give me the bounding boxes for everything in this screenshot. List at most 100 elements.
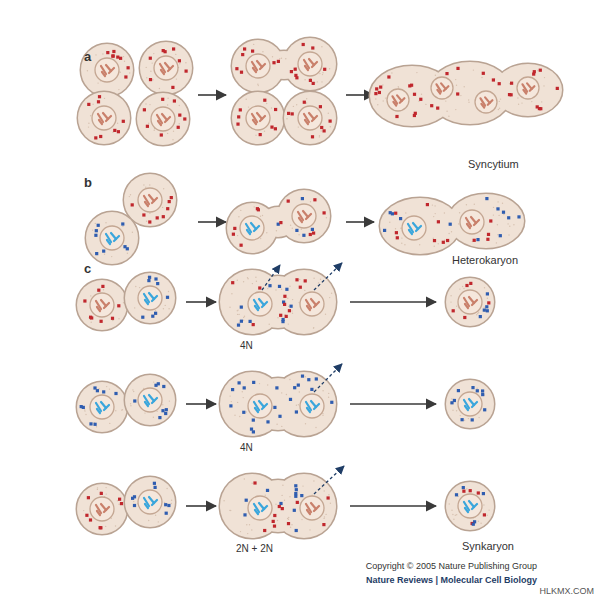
texture-speck [117, 123, 118, 124]
chromosome [311, 299, 316, 305]
texture-speck [266, 232, 267, 233]
texture-speck [377, 104, 378, 105]
protein-dot [486, 292, 489, 295]
texture-speck [289, 286, 290, 287]
texture-speck [139, 287, 140, 288]
texture-speck [230, 510, 231, 511]
chromosome [472, 300, 477, 305]
protein-dot [99, 526, 102, 529]
protein-dot [426, 203, 429, 206]
protein-dot [94, 234, 97, 237]
texture-speck [383, 100, 384, 101]
protein-dot [87, 496, 90, 499]
protein-dot [273, 525, 276, 528]
texture-speck [521, 102, 522, 103]
texture-speck [266, 103, 267, 104]
texture-speck [168, 291, 169, 292]
texture-speck [285, 58, 286, 59]
protein-dot [330, 401, 333, 404]
protein-dot [472, 523, 475, 526]
cell-membrane [260, 207, 296, 237]
protein-dot [487, 301, 490, 304]
nucleus [92, 106, 116, 130]
texture-speck [298, 126, 299, 127]
chromosome [106, 65, 111, 71]
chromosome [255, 510, 258, 514]
chromosome [465, 406, 468, 410]
protein-dot [322, 523, 325, 526]
nucleus [300, 496, 324, 520]
texture-speck [96, 426, 97, 427]
protein-dot [301, 375, 304, 378]
protein-dot [149, 57, 152, 60]
protein-dot [285, 288, 288, 291]
texture-speck [251, 529, 252, 530]
texture-speck [301, 229, 302, 230]
protein-dot [311, 228, 314, 231]
protein-dot [278, 415, 281, 418]
cell-membrane [125, 477, 175, 527]
protein-dot [442, 241, 445, 244]
texture-speck [146, 77, 147, 78]
texture-speck [130, 405, 131, 406]
protein-dot [239, 108, 242, 111]
texture-speck [243, 320, 244, 321]
texture-speck [320, 279, 321, 280]
texture-speck [446, 111, 447, 112]
texture-speck [450, 295, 451, 296]
protein-dot [272, 61, 275, 64]
chromosome [413, 223, 418, 229]
nucleus [100, 226, 124, 250]
texture-speck [481, 77, 482, 78]
process-arrow [346, 221, 374, 223]
cell [86, 212, 138, 264]
texture-speck [329, 68, 330, 69]
protein-dot [307, 378, 310, 381]
chromosome [107, 240, 110, 244]
protein-dot [281, 507, 284, 510]
protein-dot [446, 239, 449, 242]
protein-dot [164, 412, 167, 415]
protein-dot [114, 392, 117, 395]
chromosome [257, 61, 262, 67]
texture-speck [478, 521, 479, 522]
cell-membrane [380, 198, 460, 254]
texture-speck [252, 283, 253, 284]
cell-membrane [86, 212, 138, 264]
protein-dot [83, 299, 86, 302]
protein-dot [295, 410, 298, 413]
chromosome [104, 405, 109, 410]
protein-dot [173, 99, 176, 102]
protein-dot [299, 286, 302, 289]
texture-speck [134, 307, 135, 308]
texture-speck [166, 488, 167, 489]
protein-dot [171, 86, 174, 89]
protein-dot [102, 390, 105, 393]
protein-dot [461, 418, 464, 421]
protein-dot [294, 68, 297, 71]
protein-dot [419, 98, 422, 101]
chromosome [152, 296, 157, 301]
texture-speck [313, 480, 314, 481]
protein-dot [232, 233, 235, 236]
nucleus [248, 496, 272, 520]
texture-speck [262, 215, 263, 216]
texture-speck [498, 215, 499, 216]
protein-dot [481, 389, 484, 392]
texture-speck [434, 246, 435, 247]
protein-dot [374, 92, 377, 95]
texture-speck [167, 98, 168, 99]
texture-speck [97, 487, 98, 488]
nucleus [248, 292, 272, 316]
protein-dot [288, 309, 291, 312]
chromosome [469, 501, 474, 507]
nucleus [458, 494, 482, 518]
texture-speck [405, 212, 406, 213]
texture-speck [480, 523, 481, 524]
texture-speck [152, 79, 153, 80]
nucleus [300, 394, 324, 418]
protein-dot [133, 504, 136, 507]
protein-dot [151, 315, 154, 318]
protein-dot [240, 320, 243, 323]
chromosome [262, 404, 267, 409]
